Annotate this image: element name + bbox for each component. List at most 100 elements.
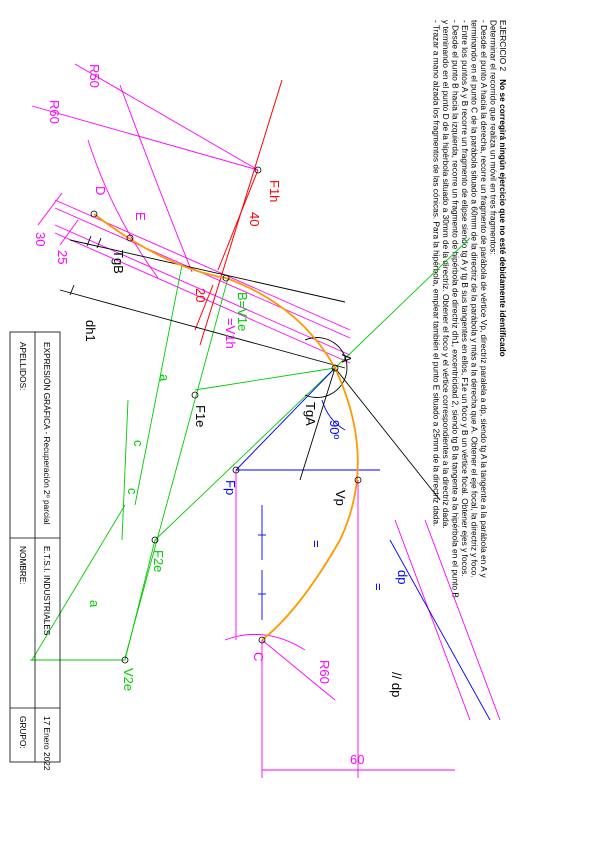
marker-v2e (121, 656, 129, 664)
label-f1e: F1e (193, 405, 208, 427)
parallel-25-b (54, 232, 351, 364)
label-fp: Fp (223, 480, 238, 495)
label-60: 60 (350, 752, 364, 767)
statement-line-4: - Entre los puntos A y B recorre un frag… (460, 20, 470, 577)
exam-date: 17 Enero 2022 (42, 716, 52, 771)
label-c1: c (131, 440, 146, 447)
circle-a (304, 337, 348, 398)
marker-fp (232, 466, 240, 474)
a-dim-1 (134, 264, 183, 506)
label-20: 20 (193, 288, 208, 302)
green-construction (30, 237, 471, 661)
labels: R50 R60 F1h 40 20 30 25 D E TgB dh1 B=V1… (33, 64, 410, 767)
surname-label: APELLIDOS: (18, 342, 28, 390)
r60-c-radius (261, 639, 336, 701)
statement-line-5: - Desde el punto B hacia la izquierda, r… (451, 20, 461, 598)
label-dh1: dh1 (83, 320, 98, 342)
magenta-construction (31, 63, 501, 778)
arc-r50 (119, 84, 193, 273)
label-f1h: F1h (267, 180, 282, 202)
tangent-b (69, 239, 346, 303)
label-c: C (251, 652, 266, 661)
label-a: A (339, 354, 354, 363)
dim-25-line (59, 219, 79, 246)
label-30: 30 (33, 232, 48, 246)
statement-line-1: Determinar el recorrido que realiza un m… (489, 20, 499, 255)
tga-line (334, 367, 441, 501)
exercise-title: EJERCICIO 2No se corregirá ningún ejerci… (498, 20, 508, 357)
red-construction (194, 79, 283, 346)
statement-line-3: terminando en el punto C de la parábola … (470, 20, 480, 578)
hatch-3 (69, 284, 75, 296)
c-dim (121, 399, 129, 541)
statement-line-7: - Trazar a mano alzada los fragmentos de… (432, 20, 442, 526)
ellipse-axis (124, 277, 229, 659)
marker-vp (354, 476, 362, 484)
black-lines (59, 235, 441, 501)
label-d: D (93, 186, 108, 195)
green-3 (124, 539, 156, 661)
angle-arc (321, 399, 346, 431)
label-40: 40 (247, 212, 262, 226)
green-1 (194, 367, 336, 391)
blue-construction (235, 367, 491, 721)
conic-curves (93, 213, 359, 641)
label-v2e: V2e (121, 668, 136, 691)
radius-r60 (31, 105, 259, 171)
title-block-text: EXPRESIÓN GRÁFICA - Recuperación 2º parc… (18, 342, 52, 771)
label-r60-bottom: R60 (317, 660, 332, 684)
label-90: 90º (327, 420, 342, 439)
label-f2e: F2e (151, 550, 166, 572)
arc-r60-outer (87, 139, 159, 279)
label-tga: TgA (303, 402, 318, 426)
label-a2: a (87, 600, 102, 608)
school-name: E.T.S.I. INDUSTRIALES (42, 546, 52, 636)
green-tangent (334, 237, 471, 369)
label-eq2: = (371, 583, 386, 591)
hatch-1 (86, 235, 92, 247)
label-e: E (133, 212, 148, 221)
course-title: EXPRESIÓN GRÁFICA - Recuperación 2º parc… (42, 342, 52, 525)
green-2 (154, 367, 336, 541)
marker-b (222, 274, 230, 282)
dim-20 (194, 284, 214, 331)
label-r60-top: R60 (47, 100, 62, 124)
label-a1: a (157, 374, 172, 382)
directrix-dh1 (59, 289, 346, 369)
exercise-statement: EJERCICIO 2No se corregirá ningún ejerci… (432, 20, 509, 598)
label-25: 25 (55, 250, 70, 264)
a-dim-2 (31, 504, 126, 661)
tangent-a (299, 367, 336, 481)
label-eq1: = (309, 540, 324, 548)
dim-30-line (37, 192, 63, 226)
label-r50: R50 (87, 64, 102, 88)
hyperbola-fragment (93, 213, 227, 279)
ellipse-fragment (225, 277, 336, 369)
name-label: NOMBRE: (18, 546, 28, 585)
marker-a (331, 364, 339, 372)
dp-par-1 (394, 519, 471, 721)
marker-d (90, 210, 98, 218)
label-tgb: TgB (111, 250, 126, 274)
marker-f2e (151, 536, 159, 544)
marker-f1h (254, 166, 262, 174)
label-c2: c (125, 488, 140, 495)
dp-line (389, 539, 491, 721)
marker-c (258, 636, 266, 644)
statement-line-6: y terminando en el punto D de la hipérbo… (441, 20, 451, 529)
label-par-dp: // dp (389, 672, 404, 697)
label-vp: Vp (333, 490, 348, 506)
label-b-v1e: B=V1e (235, 292, 250, 331)
marker-e (126, 234, 134, 242)
parabola-fragment (261, 367, 359, 641)
marker-f1e (191, 391, 199, 399)
blue-line (235, 367, 336, 471)
title-block (9, 331, 61, 763)
statement-line-2: - Desde el punto A hacia la derecha, rec… (479, 20, 489, 578)
label-v1h: =V1h (223, 318, 238, 349)
hatch-2 (96, 237, 102, 249)
group-label: GRUPO: (18, 716, 28, 749)
arc-r60-c (224, 633, 306, 651)
point-markers (90, 166, 362, 664)
